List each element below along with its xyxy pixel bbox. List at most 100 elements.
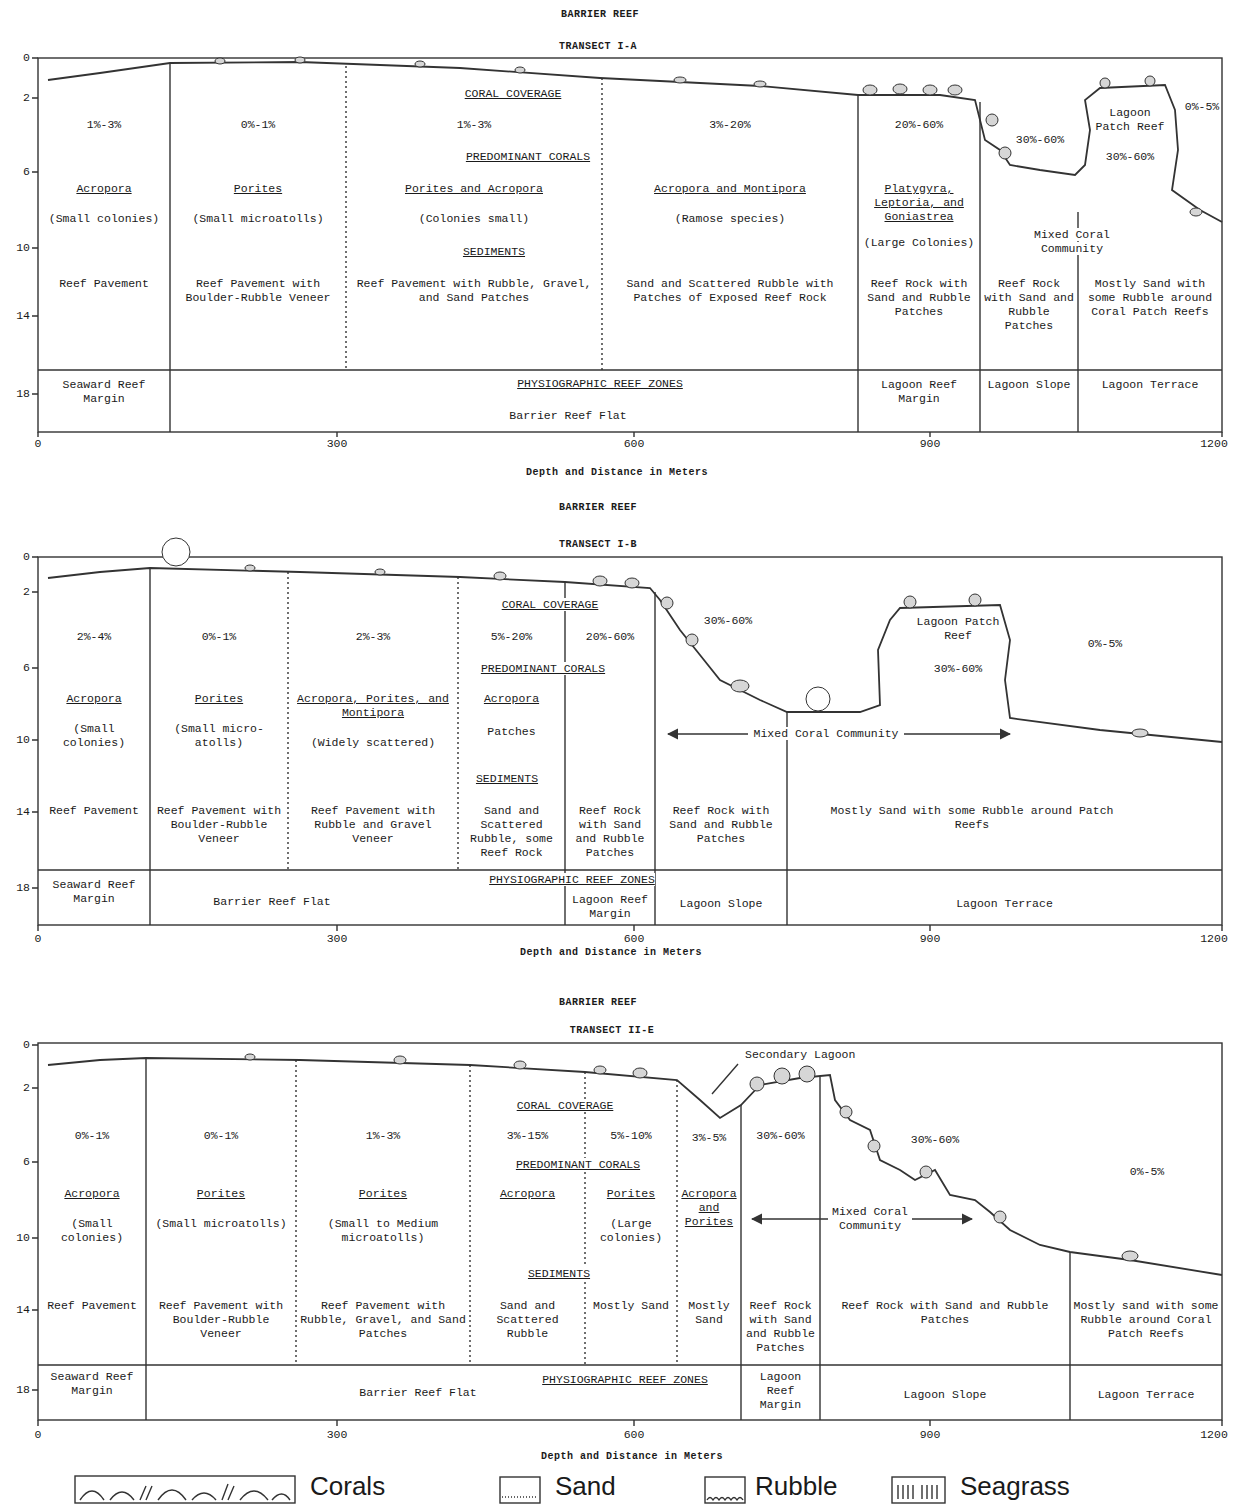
- label-box: 3%-15%: [473, 1129, 582, 1143]
- seagrass-sample: [898, 1485, 937, 1499]
- label-box: 30%-60%: [923, 662, 993, 676]
- zone-label: 2: [23, 1081, 30, 1094]
- zone-label: SEDIMENTS: [463, 245, 525, 258]
- legend-label: Corals: [310, 1472, 385, 1500]
- label-box: 14: [4, 805, 30, 819]
- zone-label: (Small to Medium microatolls): [328, 1217, 438, 1244]
- zone-divider: [38, 1364, 1222, 1365]
- label-box: Mixed Coral Community: [1022, 228, 1122, 256]
- label-box: Mostly Sand: [680, 1299, 738, 1327]
- label-box: Depth and Distance in Meters: [487, 466, 747, 480]
- label-box: BARRIER REEF: [498, 501, 698, 515]
- label-box: Porites: [153, 692, 285, 706]
- label-box: 2: [4, 1081, 30, 1095]
- sand-sample: [500, 1477, 540, 1503]
- zone-label: 3%-20%: [709, 118, 750, 131]
- label-box: 18: [4, 387, 30, 401]
- label-box: TRANSECT I-A: [498, 40, 698, 54]
- zone-label: Reef Pavement with Rubble, Gravel, and S…: [300, 1299, 466, 1340]
- zone-label: 1200: [1200, 437, 1228, 450]
- label-box: 2%-3%: [291, 630, 455, 644]
- label-box: 0: [18, 1428, 58, 1442]
- coral: [806, 687, 830, 711]
- label-box: Porites: [149, 1187, 293, 1201]
- label-box: Seaward Reef Margin: [41, 1370, 143, 1398]
- label-box: Mixed Coral Community: [825, 1205, 915, 1233]
- zone-label: 0%-1%: [202, 630, 237, 643]
- zone-label: Lagoon Slope: [680, 897, 763, 910]
- zone-label: 3%-5%: [692, 1131, 727, 1144]
- zone-label: 30%-60%: [1016, 133, 1064, 146]
- coral: [494, 572, 506, 580]
- zone-label: TRANSECT II-E: [570, 1025, 655, 1036]
- zone-label: Reef Pavement with Rubble and Gravel Ven…: [311, 804, 435, 845]
- coral: [1122, 1251, 1138, 1261]
- coral: [245, 565, 255, 571]
- label-box: 600: [614, 932, 654, 946]
- zone-label: TRANSECT I-A: [559, 41, 637, 52]
- zone-label: Porites: [607, 1187, 655, 1200]
- zone-label: (Large colonies): [600, 1217, 662, 1244]
- label-box: 0: [4, 51, 30, 65]
- boulder: [162, 538, 190, 566]
- label-box: 0%-1%: [153, 630, 285, 644]
- coral-colonies: [245, 1054, 1138, 1261]
- zone-label: 2%-3%: [356, 630, 391, 643]
- zone-label: Lagoon Slope: [904, 1388, 987, 1401]
- zone-label: 10: [16, 1231, 30, 1244]
- label-box: Reef Rock with Sand and Rubble Patches: [861, 277, 977, 319]
- label-box: (Large Colonies): [861, 236, 977, 250]
- coral: [1145, 76, 1155, 86]
- label-box: (Small micro-atolls): [153, 722, 285, 750]
- zone-label: CORAL COVERAGE: [517, 1099, 614, 1112]
- dotted-divider: [295, 1060, 296, 1365]
- extent-arrow: [912, 1218, 972, 1219]
- coral: [840, 1106, 852, 1118]
- zone-label: Seaward Reef Margin: [51, 1370, 134, 1397]
- label-box: 2: [4, 91, 30, 105]
- label-box: Barrier Reef Flat: [493, 409, 643, 423]
- zone-label: (Colonies small): [419, 212, 529, 225]
- coral-colonies: [215, 57, 1202, 216]
- label-box: 30%-60%: [698, 614, 758, 628]
- zone-label: Reef Pavement: [47, 1299, 137, 1312]
- zone-divider: [819, 1077, 820, 1420]
- zone-label: Lagoon Terrace: [1102, 378, 1199, 391]
- sand-sample: [502, 1496, 538, 1497]
- label-box: Reef Pavement: [41, 277, 167, 291]
- zone-divider: [149, 568, 150, 925]
- zone-label: Lagoon Reef Margin: [760, 1370, 801, 1411]
- coral: [1132, 729, 1148, 737]
- zone-label: Reef Pavement with Boulder-Rubble Veneer: [159, 1299, 283, 1340]
- zone-label: 30%-60%: [934, 662, 982, 675]
- zone-label: BARRIER REEF: [559, 502, 637, 513]
- label-box: 1200: [1198, 932, 1230, 946]
- leader-line: [712, 1064, 738, 1094]
- label-box: 20%-60%: [861, 118, 977, 132]
- reef-profile: [48, 62, 1222, 222]
- label-box: Seaward Reef Margin: [41, 378, 167, 406]
- label-box: Lagoon Slope: [658, 897, 784, 911]
- coral: [999, 147, 1011, 159]
- label-box: Acropora: [473, 1187, 582, 1201]
- zone-label: PHYSIOGRAPHIC REEF ZONES: [489, 873, 655, 886]
- label-box: Acropora: [41, 692, 147, 706]
- zone-label: 5%-20%: [491, 630, 532, 643]
- label-box: Reef Pavement with Rubble, Gravel, and S…: [349, 277, 599, 305]
- zone-label: Mostly Sand: [688, 1299, 729, 1326]
- label-box: Seaward Reef Margin: [41, 878, 147, 906]
- zone-label: 0%-5%: [1130, 1165, 1165, 1178]
- label-box: 0%-5%: [1183, 100, 1221, 114]
- label-box: SEDIMENTS: [454, 245, 534, 259]
- dotted-divider: [584, 1072, 585, 1365]
- label-box: Acropora: [41, 1187, 143, 1201]
- zone-label: Acropora: [500, 1187, 555, 1200]
- zone-label: Acropora: [76, 182, 131, 195]
- zone-label: Reef Rock with Sand and Rubble Patches: [984, 277, 1074, 332]
- zone-label: 0: [35, 437, 42, 450]
- zone-label: (Ramose species): [675, 212, 785, 225]
- label-box: 3%-5%: [680, 1131, 738, 1145]
- zone-label: (Small micro-atolls): [174, 722, 264, 749]
- label-box: Secondary Lagoon: [745, 1048, 875, 1062]
- zone-label: PREDOMINANT CORALS: [516, 1158, 640, 1171]
